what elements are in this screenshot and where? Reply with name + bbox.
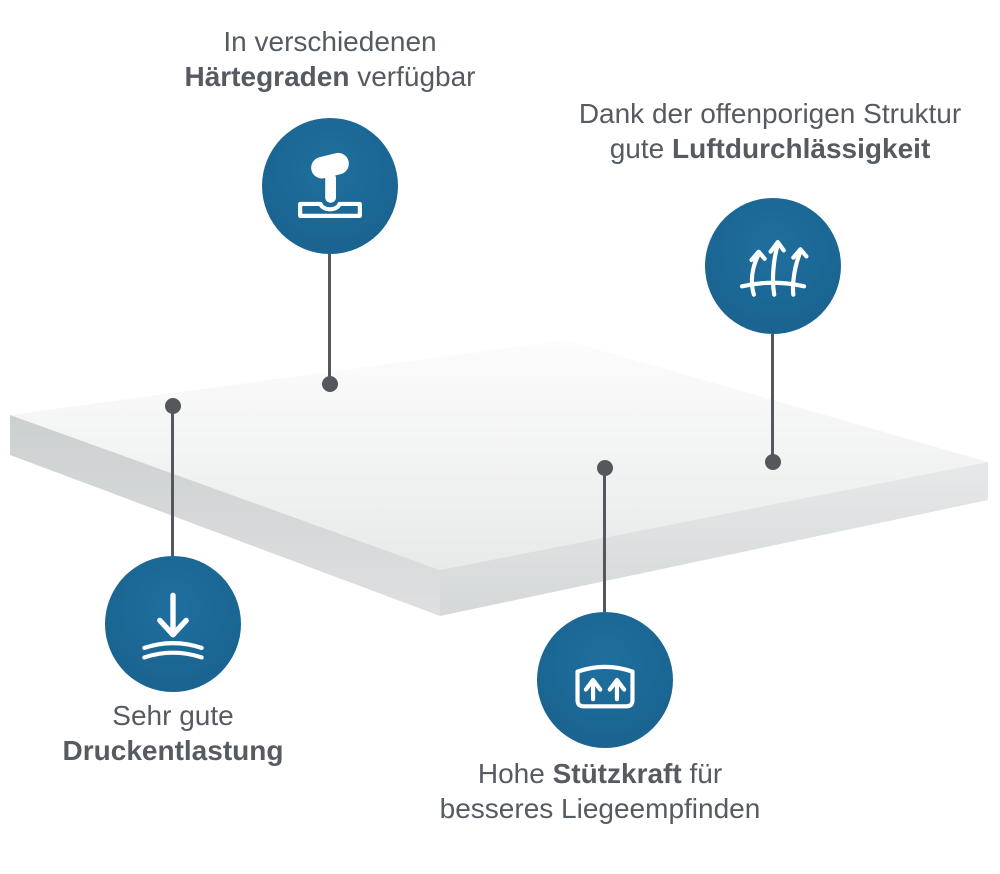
support-label: Hohe Stützkraft für besseres Liegeempfin…: [380, 756, 820, 826]
hardness-label: In verschiedenen Härtegraden verfügbar: [105, 24, 555, 94]
connector-line-support: [603, 468, 606, 612]
hand-press-icon: [298, 152, 362, 218]
hardness-badge: [262, 118, 398, 254]
connector-dot-support: [597, 460, 613, 476]
support-label-rest: für: [681, 758, 723, 789]
hardness-label-rest: verfügbar: [349, 61, 476, 92]
connector-line-pressure: [171, 406, 174, 556]
connector-dot-hardness: [322, 376, 338, 392]
airflow-label-line1: Dank der offenporigen Struktur: [578, 98, 962, 129]
airflow-label-bold: Luftdurchlässigkeit: [672, 133, 931, 164]
airflow-label: Dank der offenporigen Struktur gute Luft…: [540, 96, 1000, 166]
pressure-label-line1: Sehr gute: [112, 700, 234, 731]
pressure-badge: [105, 556, 241, 692]
connector-line-hardness: [328, 254, 331, 384]
support-arrows-icon: [575, 664, 635, 709]
hardness-label-bold: Härtegraden: [184, 61, 350, 92]
pressure-label: Sehr gute Druckentlastung: [0, 698, 346, 768]
mattress-left-side: [10, 415, 440, 616]
connector-line-airflow: [771, 334, 774, 462]
pressure-relief-icon: [142, 592, 204, 660]
connector-dot-pressure: [165, 398, 181, 414]
pressure-label-bold: Druckentlastung: [62, 735, 284, 766]
hardness-label-line1: In verschiedenen: [223, 26, 437, 57]
mattress-front-side: [440, 462, 988, 616]
airflow-arrows-icon: [739, 240, 809, 297]
support-label-bold: Stützkraft: [552, 758, 682, 789]
mattress-top-face: [10, 340, 988, 570]
connector-dot-airflow: [765, 454, 781, 470]
airflow-label-pre: gute: [609, 133, 672, 164]
support-label-line2: besseres Liegeempfinden: [439, 793, 761, 824]
support-badge: [537, 612, 673, 748]
support-label-pre: Hohe: [477, 758, 553, 789]
airflow-badge: [705, 198, 841, 334]
